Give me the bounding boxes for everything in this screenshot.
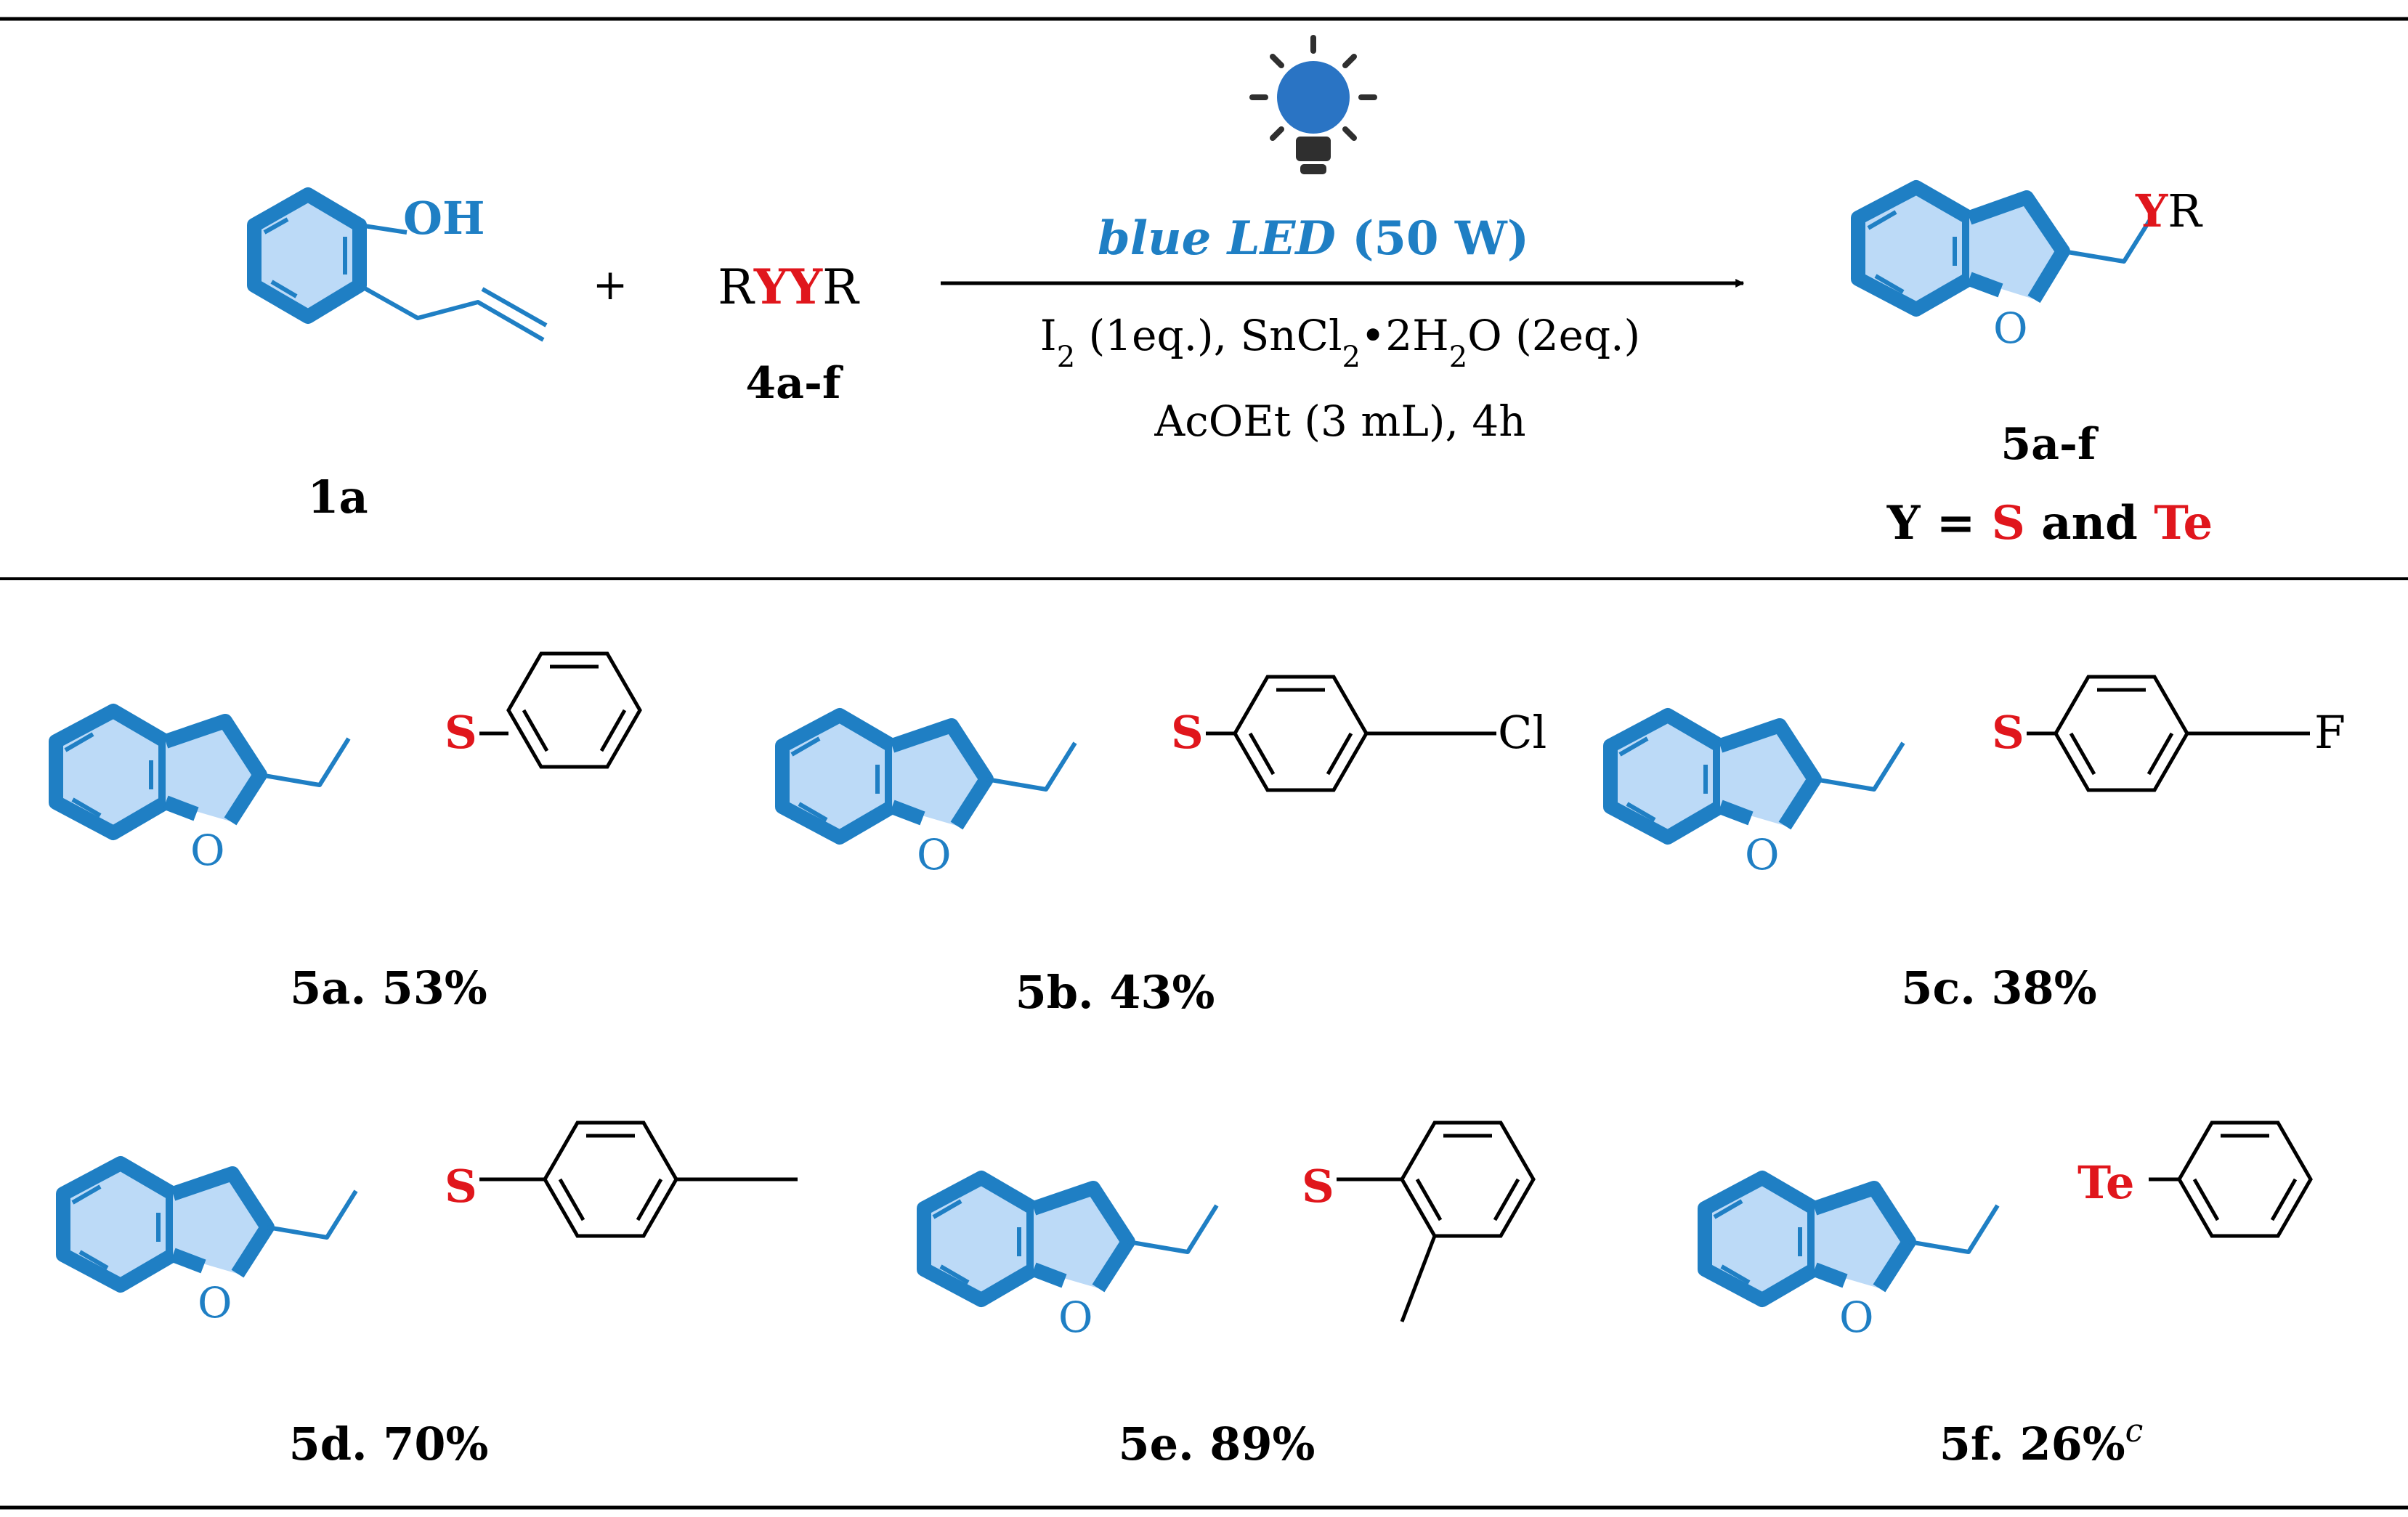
- heteroatom-label: S: [445, 706, 477, 759]
- product-label: 5a-f: [2000, 419, 2099, 470]
- compound-5f-yield: 5f. 26%c: [1939, 1412, 2144, 1471]
- product-oxygen-label: O: [1993, 304, 2028, 353]
- compound-5c-yield: 5c. 38%: [1901, 961, 2096, 1014]
- compound-5d-structure: S: [63, 1123, 798, 1327]
- footnote-marker: c: [2125, 1412, 2144, 1449]
- compound-5a-yield: 5a. 53%: [290, 961, 487, 1014]
- reactant-1a-structure: OH: [247, 187, 548, 342]
- heteroatom-label: S: [1992, 706, 2024, 759]
- compound-5d-yield: 5d. 70%: [289, 1418, 489, 1471]
- solvent-time-line: AcOEt (3 mL), 4h: [1154, 396, 1525, 446]
- substituent-label: Cl: [1498, 706, 1546, 759]
- dichalcogenide-formula: RYYR: [718, 259, 860, 315]
- compound-5c-structure: S F: [1610, 677, 2346, 879]
- compound-5b-yield: 5b. 43%: [1016, 966, 1215, 1019]
- hydroxyl-label: OH: [403, 192, 485, 245]
- reagents-line: I2 (1eq.), SnCl2•2H2O (2eq.): [1040, 311, 1640, 374]
- product-5-structure: O: [1851, 180, 2155, 353]
- light-source-label: blue LED (50 W): [1098, 211, 1529, 266]
- y-definition: Y = S and Te: [1886, 496, 2213, 550]
- substituent-label: F: [2314, 706, 2346, 759]
- heteroatom-label: S: [445, 1160, 477, 1213]
- compound-5a-structure: S: [56, 654, 640, 875]
- plus-sign: +: [593, 260, 628, 309]
- light-bulb-icon: [1249, 35, 1377, 174]
- heteroatom-label: Te: [2077, 1156, 2134, 1209]
- reactant-4-label: 4a-f: [745, 358, 844, 409]
- compound-5e-yield: 5e. 89%: [1119, 1418, 1316, 1471]
- heteroatom-label: S: [1171, 706, 1204, 759]
- compound-5b-structure: S Cl: [782, 677, 1546, 879]
- reactant-1a-label: 1a: [307, 471, 368, 524]
- compound-5e-structure: S: [924, 1123, 1533, 1342]
- compound-5f-structure: Te: [1705, 1123, 2311, 1342]
- product-yr-label: YR: [2135, 184, 2203, 237]
- heteroatom-label: S: [1302, 1160, 1334, 1213]
